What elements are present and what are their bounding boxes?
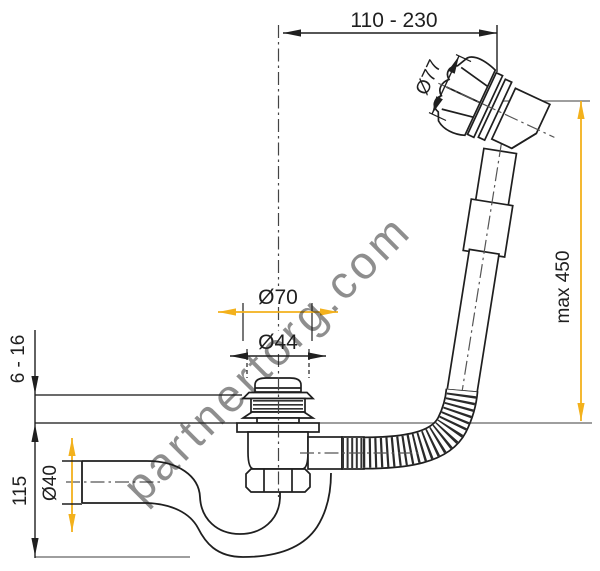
dim-stopper-diameter-label: Ø44: [258, 331, 298, 354]
dim-top-offset-label: 110 - 230: [350, 9, 437, 32]
dim-stopper-diameter: Ø44: [230, 331, 326, 378]
arrow-left-icon: [230, 352, 248, 360]
arrow-left-icon: [283, 29, 301, 37]
dim-max-height: max 450: [553, 101, 585, 421]
dim-flange-diameter-label: Ø70: [258, 286, 298, 309]
arrow-up-icon: [31, 424, 39, 442]
hose-ribs: [362, 388, 477, 468]
elbow-seam: [511, 132, 537, 150]
arrow-up-icon: [68, 438, 76, 456]
siphon-trap: [66, 460, 332, 558]
arrow-up-icon: [577, 101, 585, 119]
dim-left-column: 6 - 16 115: [8, 330, 39, 558]
corrugated-hose: [300, 388, 479, 470]
arrow-left-icon: [218, 308, 236, 316]
tub-rim-lines: [35, 394, 242, 424]
arrow-bottom-icon: [31, 538, 39, 556]
knob-flute-line-1: [460, 66, 489, 88]
arrow-down-icon: [68, 514, 76, 532]
label-halo: [250, 331, 306, 351]
dim-top-offset: 110 - 230: [283, 9, 498, 72]
label-halo: [250, 286, 306, 307]
arrow-right-icon: [320, 308, 338, 316]
lower-flange: [240, 411, 316, 419]
extension-line-bottom: [428, 112, 447, 122]
extension-line-top: [455, 54, 472, 63]
arrow-right-icon: [308, 352, 326, 360]
dim-outlet-diameter: Ø40: [40, 438, 82, 532]
arrow-down-icon: [432, 96, 443, 114]
dim-max-height-label: max 450: [553, 251, 574, 324]
dim-rim-thickness-label: 6 - 16: [8, 335, 29, 384]
dim-trap-height-label: 115: [10, 476, 31, 506]
arrow-down-icon: [577, 403, 585, 421]
pipe-centerline: [460, 143, 503, 400]
knob-flute-line-3: [441, 108, 474, 119]
arrow-right-icon: [479, 29, 497, 37]
arrow-up-icon: [448, 56, 459, 74]
knob-axis-centerline: [438, 82, 555, 138]
trap-inner-edge: [82, 460, 281, 535]
trap-outer-edge: [82, 472, 332, 558]
dim-flange-diameter: Ø70: [218, 286, 338, 341]
arrow-down-icon: [31, 376, 39, 394]
dim-outlet-diameter-label: Ø40: [40, 465, 61, 501]
overflow-pipe: [445, 143, 518, 400]
